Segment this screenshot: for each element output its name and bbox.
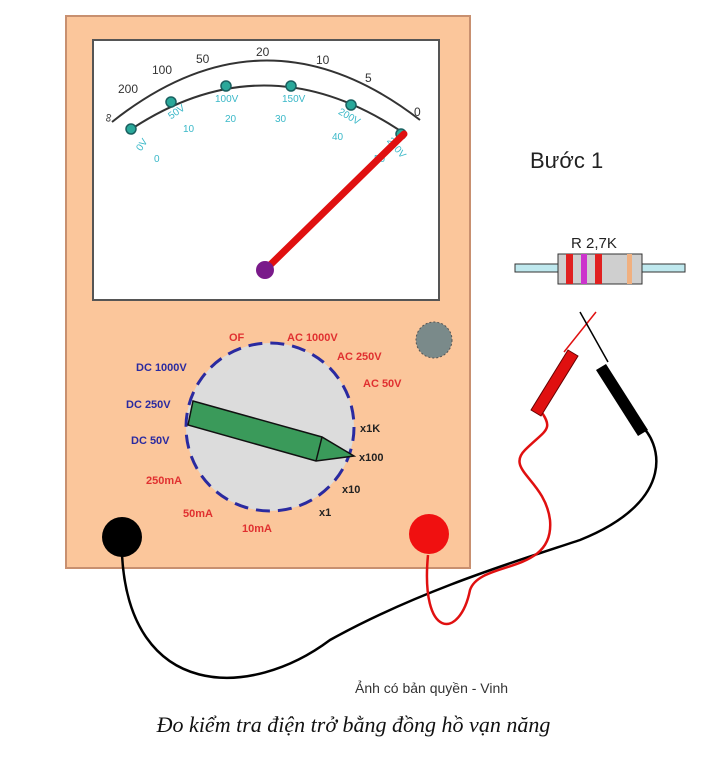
dial-label-ac50[interactable]: AC 50V	[363, 378, 402, 390]
dial-label-x10[interactable]: x10	[342, 484, 360, 496]
dial-label-250ma[interactable]: 250mA	[146, 475, 182, 487]
needle-pivot	[256, 261, 274, 279]
ma-label: 30	[275, 114, 287, 125]
black-probe[interactable]	[596, 364, 648, 436]
ohm-arc	[111, 59, 421, 123]
ohm-label: 0	[414, 105, 421, 119]
zero-adjust-knob[interactable]	[415, 321, 453, 359]
dial-label-dc1000[interactable]: DC 1000V	[136, 362, 187, 374]
ohm-label: 200	[118, 82, 138, 96]
resistor-label: R 2,7K	[571, 235, 617, 252]
resistor-band	[627, 254, 632, 284]
resistor-band	[595, 254, 602, 284]
ma-label: 20	[225, 114, 237, 125]
resistor-lead-right	[639, 263, 686, 273]
meter-needle	[261, 130, 408, 274]
volt-arc	[129, 84, 403, 133]
black-lead-wire	[120, 424, 658, 680]
resistor-band	[581, 254, 587, 284]
ohm-label: 10	[316, 53, 330, 67]
ma-label: 10	[183, 124, 195, 135]
dial-label-10ma[interactable]: 10mA	[242, 523, 272, 535]
dial-label-dc250[interactable]: DC 250V	[126, 399, 171, 411]
caption: Đo kiểm tra điện trở bằng đồng hồ vạn nă…	[156, 712, 551, 737]
dial-label-dc50[interactable]: DC 50V	[131, 435, 170, 447]
ohm-label: 50	[196, 52, 210, 66]
dial-label-x100[interactable]: x100	[359, 452, 383, 464]
resistor-band	[566, 254, 573, 284]
ohm-label: 100	[152, 63, 172, 77]
ohm-label: ∞	[100, 112, 115, 123]
ma-label: 0	[154, 154, 160, 165]
ohm-label: 20	[256, 45, 270, 59]
ma-label: 40	[332, 132, 344, 143]
selector-pointer[interactable]	[187, 400, 357, 462]
dial-label-ac250[interactable]: AC 250V	[337, 351, 382, 363]
positive-terminal[interactable]	[409, 514, 449, 554]
dial-label-x1[interactable]: x1	[319, 507, 331, 519]
step-title: Bước 1	[530, 148, 604, 173]
dial-label-ac1000[interactable]: AC 1000V	[287, 332, 338, 344]
red-lead-wire	[425, 409, 552, 626]
dial-label-50ma[interactable]: 50mA	[183, 508, 213, 520]
ohm-label: 5	[365, 71, 372, 85]
volt-label: 150V	[282, 94, 306, 105]
meter-display	[92, 39, 440, 301]
dial-label-x1k[interactable]: x1K	[360, 423, 380, 435]
dial-label-off[interactable]: OF	[229, 332, 245, 344]
volt-label: 100V	[215, 94, 239, 105]
red-probe[interactable]	[530, 349, 579, 417]
resistor-lead-left	[514, 263, 561, 273]
com-terminal[interactable]	[102, 517, 142, 557]
copyright-text: Ảnh có bản quyền - Vinh	[355, 680, 509, 696]
